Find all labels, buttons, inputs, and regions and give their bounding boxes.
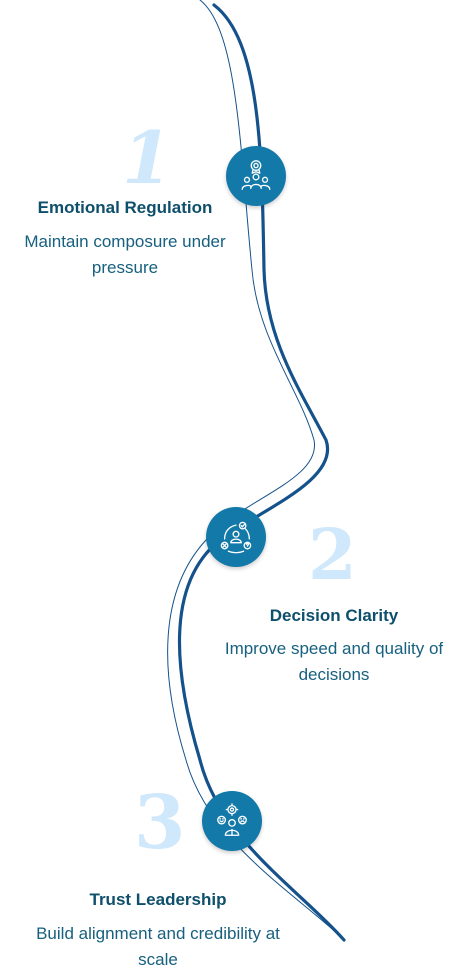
step-node-2 [206, 507, 266, 567]
journey-path-ribbon [177, 3, 346, 942]
step-node-1 [226, 146, 286, 206]
step-title-2: Decision Clarity [269, 606, 399, 625]
journey-path-line [167, 0, 341, 937]
award-team-icon [241, 160, 271, 190]
step-title-1: Emotional Regulation [37, 198, 213, 217]
step-description-1: Maintain composure under pressure [24, 232, 226, 277]
step-node-3 [202, 791, 262, 851]
step-description-3: Build alignment and credibility at scale [36, 924, 280, 969]
step-number-2: 2 [308, 513, 357, 596]
step-number-1: 1 [122, 115, 173, 200]
decision-cycle-icon [220, 521, 252, 554]
leader-feedback-icon [217, 803, 247, 836]
step-number-3: 3 [134, 780, 186, 866]
step-title-3: Trust Leadership [89, 890, 227, 909]
step-description-2: Improve speed and quality of decisions [224, 639, 444, 684]
